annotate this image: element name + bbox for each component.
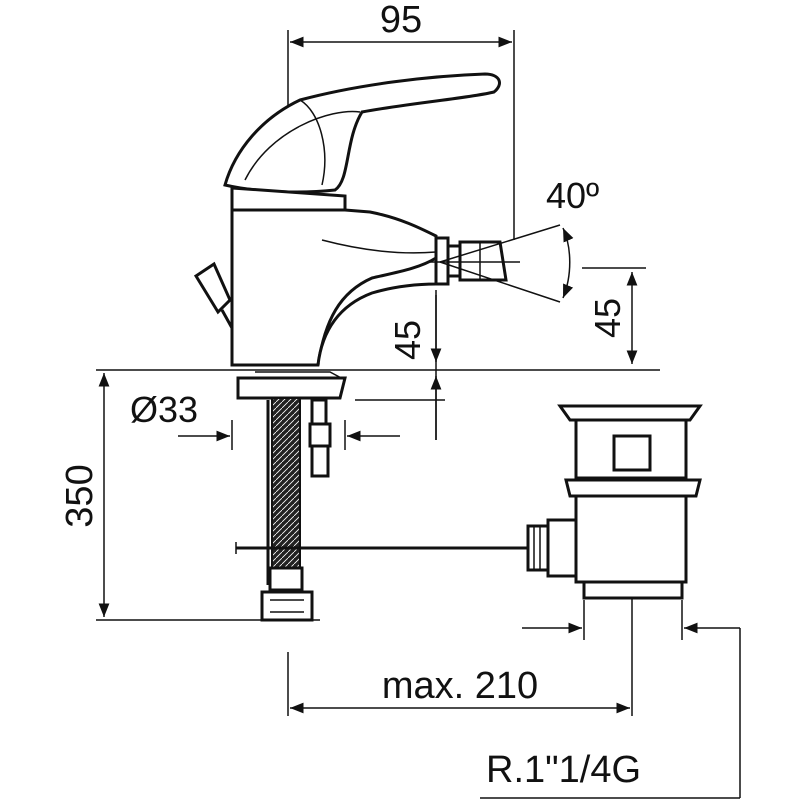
diameter-dimension: Ø33: [130, 389, 400, 450]
total-height-dimension: 350: [59, 373, 320, 621]
thread-dimension: R.1"1/4G: [480, 749, 740, 799]
width-label: 95: [380, 0, 422, 41]
popup-waste: [526, 404, 703, 716]
waste-width-dimension: [522, 600, 741, 798]
total-height-label: 350: [59, 464, 101, 527]
thread-label: R.1"1/4G: [486, 749, 641, 791]
popup-rod: [193, 261, 234, 329]
spray-nozzle: [430, 224, 561, 303]
mixer-body: [193, 72, 561, 367]
width-dimension: 95: [287, 0, 515, 240]
flex-hose: [271, 397, 301, 574]
right-height-dimension: 45: [582, 267, 646, 364]
right-height-label: 45: [587, 298, 628, 338]
max-distance-label: max. 210: [382, 665, 538, 707]
mounting-assembly: [235, 371, 528, 622]
diameter-label: Ø33: [130, 389, 198, 430]
angle-label: 40º: [546, 175, 599, 216]
inner-height-dimension: 45: [355, 290, 445, 440]
angle-dimension: 40º: [546, 175, 599, 299]
max-distance-dimension: max. 210: [287, 652, 630, 716]
inner-height-label: 45: [387, 320, 428, 360]
